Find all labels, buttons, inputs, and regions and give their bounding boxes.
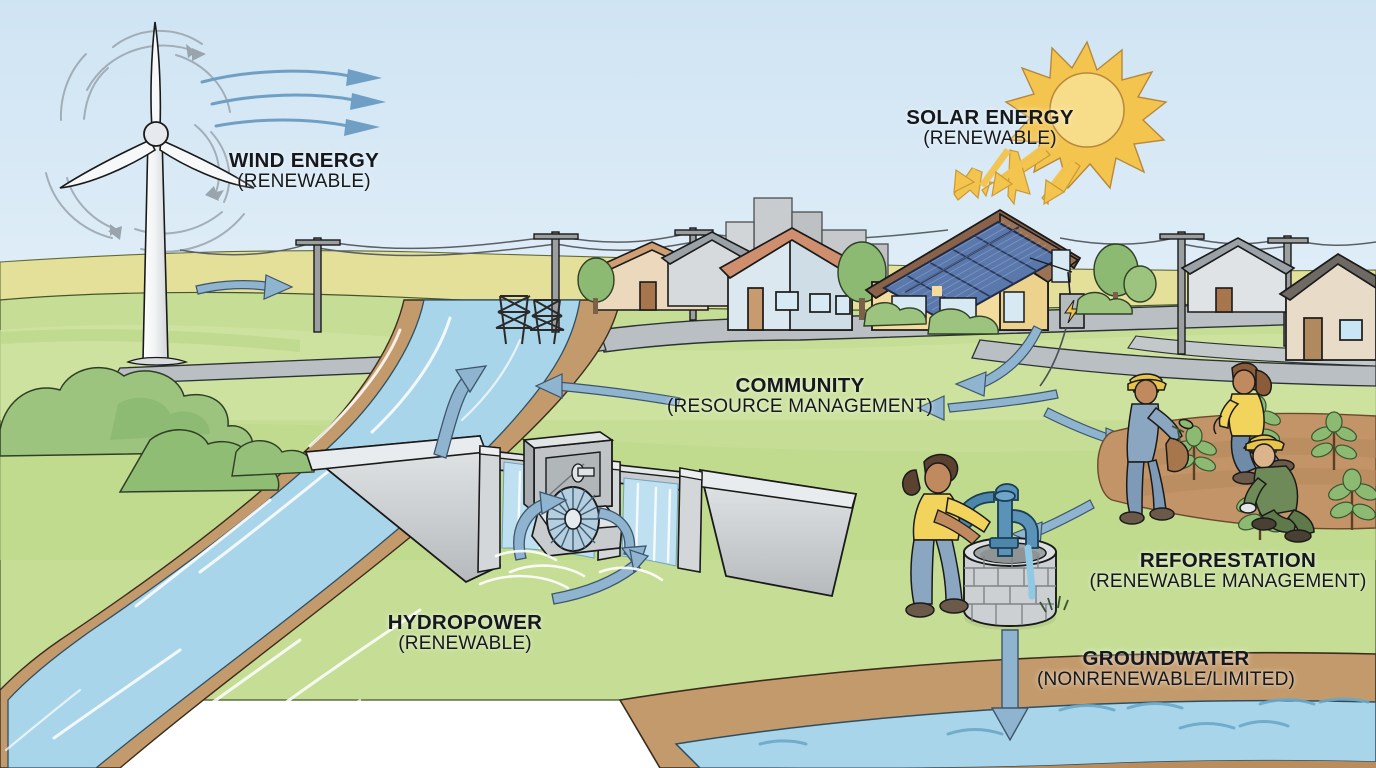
villager-pumping-water [902, 453, 991, 618]
groundwater-arrow [990, 629, 1030, 742]
hydro-to-community-arrow [433, 365, 488, 459]
house-to-community-arrow [954, 325, 1043, 397]
hydroelectric-dam-icon [303, 431, 858, 605]
river [0, 299, 621, 768]
tree-planting-workers [1119, 362, 1315, 543]
reforestation-area [1097, 362, 1376, 543]
village-house-blue [718, 227, 864, 331]
tree-icon [577, 241, 1157, 320]
village-house-right-beige [1278, 252, 1376, 361]
solar-ray-arrowheads [953, 168, 1066, 206]
community-inflow-arrow-right [916, 389, 1059, 421]
wind-turbine-icon [45, 21, 255, 366]
bush-cluster-left [0, 366, 280, 493]
transmission-tower-icon [495, 295, 565, 345]
community-inflow-arrow-left [534, 373, 681, 407]
solar-house-icon [863, 208, 1133, 387]
dam-flow-arrows [513, 491, 650, 605]
village-house-right-gray [1180, 237, 1296, 313]
stone-well-icon [963, 537, 1069, 630]
wind-stream-lines [200, 69, 386, 136]
wind-ground-arrow [195, 274, 294, 300]
underground-cross-section [618, 629, 1376, 768]
